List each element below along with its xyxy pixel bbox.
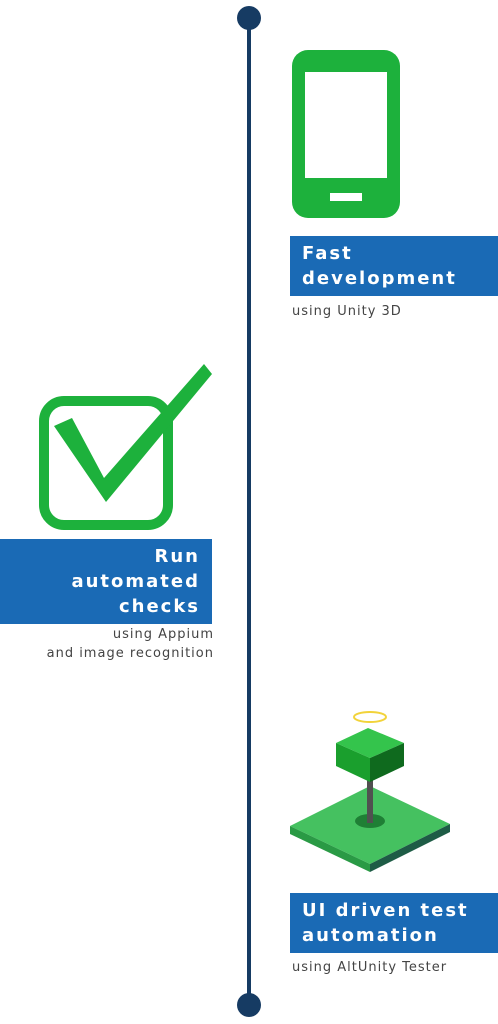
checkbox-check-icon: [39, 364, 212, 530]
run-automated-checks-subtitle: using Appium and image recognition: [46, 627, 214, 661]
timeline-start-dot: [237, 6, 261, 30]
fast-development-subtitle: using Unity 3D: [292, 304, 402, 319]
timeline-line: [247, 18, 251, 1006]
smartphone-icon: [292, 50, 400, 218]
altunity-object-icon: [290, 711, 450, 872]
timeline-end-dot: [237, 993, 261, 1017]
fast-development-label: Fast development: [290, 236, 498, 296]
ui-driven-test-automation-label: UI driven test automation: [290, 893, 498, 953]
run-automated-checks-label: Run automated checks: [0, 539, 212, 624]
ui-driven-test-automation-subtitle: using AltUnity Tester: [292, 960, 448, 975]
